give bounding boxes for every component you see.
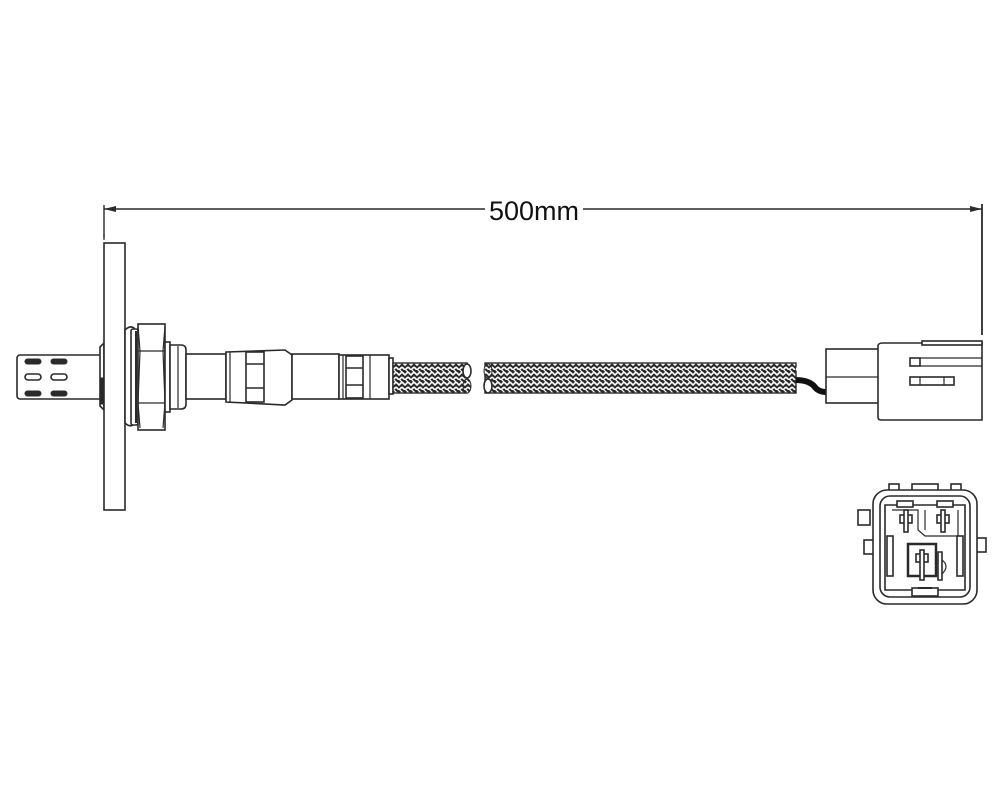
braided-cable-right [483, 362, 797, 394]
hex-nut [124, 323, 187, 431]
sensor-tip [16, 341, 105, 412]
black-wire [795, 377, 827, 395]
arrow-right-icon [970, 206, 982, 212]
connector-side-view [825, 340, 983, 421]
sensor-body [185, 349, 394, 406]
mounting-flange [103, 242, 126, 511]
braided-cable-left [392, 362, 472, 394]
connector-end-view [857, 483, 987, 605]
arrow-left-icon [104, 206, 116, 212]
wire-leads [795, 356, 827, 395]
dimension-label: 500mm [485, 196, 584, 226]
